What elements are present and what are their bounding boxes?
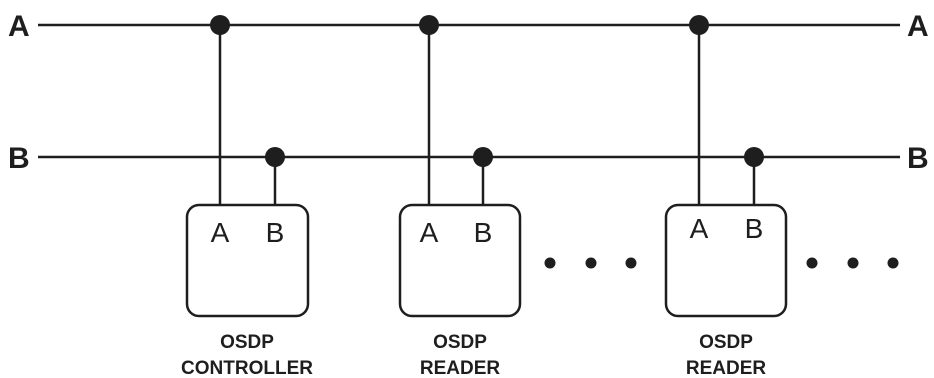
ellipsis-dot	[887, 257, 899, 269]
device-osdp-reader: A B OSDP READER	[398, 15, 522, 378]
bus-b-left-label: B	[8, 142, 30, 175]
device-title-line2: READER	[686, 358, 767, 378]
device-port-a-label: A	[690, 213, 709, 244]
device-port-b-label: B	[745, 213, 764, 244]
ellipsis-dot	[544, 257, 556, 269]
bus-a-junction-dot	[419, 15, 439, 35]
ellipsis-dot	[806, 257, 818, 269]
ellipsis-dot	[625, 257, 637, 269]
device-port-a-label: A	[420, 217, 439, 248]
bus-b-right-label: B	[907, 142, 929, 175]
device-title-line1: OSDP	[433, 332, 487, 353]
device-title-line1: OSDP	[699, 332, 753, 353]
device-osdp-controller: A B OSDP CONTROLLER	[181, 15, 313, 378]
device-port-a-label: A	[211, 217, 230, 248]
ellipsis-dot	[847, 257, 859, 269]
bus-b-junction-dot	[744, 147, 764, 167]
bus-b-junction-dot	[265, 147, 285, 167]
device-port-b-label: B	[474, 217, 493, 248]
device-title-line2: CONTROLLER	[181, 358, 313, 378]
device-title-line2: READER	[420, 358, 501, 378]
bus-b-junction-dot	[473, 147, 493, 167]
bus-a-left-label: A	[8, 10, 30, 43]
bus-a-junction-dot	[210, 15, 230, 35]
device-title-line1: OSDP	[220, 332, 274, 353]
ellipsis-dot	[585, 257, 597, 269]
device-box	[185, 203, 310, 318]
device-box	[398, 203, 522, 318]
ellipsis-more-devices	[544, 257, 637, 269]
device-port-b-label: B	[266, 217, 285, 248]
bus-a-right-label: A	[907, 10, 929, 43]
bus-a-junction-dot	[689, 15, 709, 35]
device-box	[664, 203, 788, 318]
ellipsis-more-devices	[806, 257, 899, 269]
device-osdp-reader: A B OSDP READER	[664, 15, 788, 378]
